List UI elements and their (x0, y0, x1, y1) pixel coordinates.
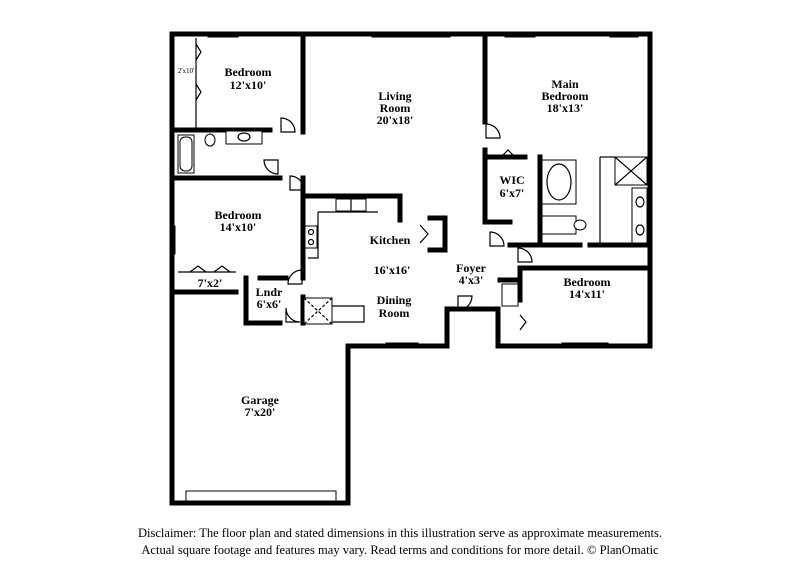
door-swing (517, 247, 533, 263)
laundry-name: Lndr (256, 285, 283, 299)
bedroom-se-dims: 14'x11' (569, 287, 605, 301)
toilet (204, 133, 216, 147)
walls (169, 31, 653, 506)
disclaimer-line-1: Disclaimer: The floor plan and stated di… (138, 526, 662, 540)
wall-wic-west (482, 147, 513, 225)
door-swing (287, 269, 303, 285)
disclaimer: Disclaimer: The floor plan and stated di… (0, 525, 800, 559)
bedroom-w-dims: 14'x10' (220, 220, 257, 234)
main-bathtub-basin (546, 163, 572, 201)
kitchen-counter (308, 212, 319, 259)
living-name-2: Room (380, 101, 411, 115)
door-swing (263, 159, 279, 175)
vanity-sink (635, 196, 645, 208)
door-swing (285, 307, 301, 323)
dining-name-2: Room (379, 306, 410, 320)
dining-counter (332, 305, 365, 323)
vanity-sink (635, 224, 645, 236)
bedroom-w-name: Bedroom (214, 208, 261, 222)
wall-pantry (427, 215, 448, 253)
bath-vanity (225, 130, 263, 145)
foyer-name: Foyer (456, 261, 487, 275)
pantry-door (419, 224, 429, 244)
burner (307, 238, 315, 246)
door-swing (485, 123, 501, 139)
bedroom-nw-dims: 12'x10' (230, 78, 267, 92)
kitchen-dims: 16'x16' (374, 263, 411, 277)
hall-closet-door (213, 265, 231, 273)
appliance-diag (303, 297, 333, 325)
exterior-wall-north-east (169, 31, 653, 349)
kitchen-name: Kitchen (370, 233, 411, 247)
front-door-swing (457, 295, 473, 311)
living-dims: 20'x18' (377, 113, 414, 127)
door-swing (289, 175, 305, 191)
wall-laundry (243, 275, 283, 326)
main-toilet (573, 219, 587, 231)
main-bedroom-name-1: Main (551, 77, 579, 91)
laundry-dims: 6'x6' (257, 297, 282, 311)
closet-door (195, 43, 202, 61)
hall-dims: 7'x2' (198, 276, 223, 290)
main-bedroom-name-2: Bedroom (541, 89, 588, 103)
bedroom-nw-name: Bedroom (224, 65, 271, 79)
disclaimer-line-2: Actual square footage and features may v… (141, 543, 659, 557)
door-swings (263, 117, 533, 323)
main-bathtub (541, 159, 577, 205)
appliance-diag (303, 297, 333, 325)
main-bedroom-dims: 18'x13' (547, 101, 584, 115)
sink-bowl (237, 132, 251, 142)
wall-kitchen-north (300, 193, 403, 223)
dining-name-1: Dining (377, 293, 412, 307)
bathtub-basin (179, 136, 193, 172)
closet-nw-dims: 2'x10' (178, 67, 195, 75)
room-labels: Bedroom 12'x10' 2'x10' Living Room 20'x1… (178, 65, 611, 419)
door-swing (489, 231, 505, 247)
foyer-closet (501, 283, 519, 307)
garage-dims: 7'x20' (245, 405, 276, 419)
fixtures (177, 38, 648, 331)
living-name-1: Living (378, 89, 411, 103)
exterior-wall-west-south (169, 31, 501, 506)
closet-door (519, 314, 527, 331)
bedroom-se-name: Bedroom (563, 275, 610, 289)
wic-name: WIC (499, 173, 524, 187)
wic-dims: 6'x7' (500, 186, 525, 200)
burner (307, 228, 315, 236)
hall-closet-door (189, 265, 207, 273)
shower-diag (614, 156, 648, 186)
closet-door (195, 83, 202, 101)
door-swing (280, 117, 296, 133)
wic-door (499, 149, 517, 159)
main-bath-toilet-area (541, 215, 577, 235)
garage-name: Garage (241, 393, 280, 407)
foyer-dims: 4'x3' (459, 273, 484, 287)
